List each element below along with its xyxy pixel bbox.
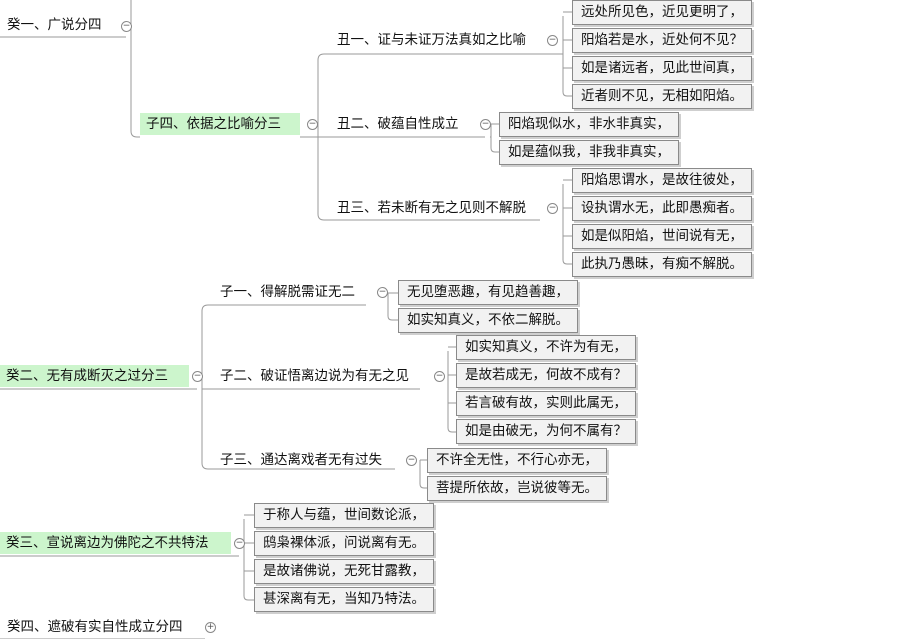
collapse-toggle-icon[interactable]: −	[121, 21, 132, 32]
verse-leaf[interactable]: 阳焰现似水，非水非真实，	[499, 112, 679, 137]
verse-leaf[interactable]: 于称人与蕴，世间数论派，	[254, 503, 434, 528]
verse-leaf[interactable]: 如是蕴似我，非我非真实，	[499, 140, 679, 165]
collapse-toggle-icon[interactable]: −	[406, 455, 417, 466]
verse-leaf[interactable]: 近者则不见，无相如阳焰。	[572, 84, 752, 109]
node-gui3-buddha-unique-dharma[interactable]: 癸三、宣说离边为佛陀之不共特法	[0, 532, 231, 554]
verse-leaf[interactable]: 如是诸远者，见此世间真，	[572, 56, 752, 81]
verse-leaf[interactable]: 鸱枭裸体派，问说离有无。	[254, 531, 434, 556]
node-zi3-free-elaboration[interactable]: 子三、通达离戏者无有过失	[220, 452, 382, 468]
collapse-toggle-icon[interactable]: −	[377, 287, 388, 298]
node-chou1-realized-analogy[interactable]: 丑一、证与未证万法真如之比喻	[337, 32, 526, 48]
node-zi4-analogy-basis[interactable]: 子四、依据之比喻分三	[140, 113, 300, 135]
verse-leaf[interactable]: 如实知真义，不依二解脱。	[398, 308, 578, 333]
verse-leaf[interactable]: 阳焰若是水，近处何不见？	[572, 28, 752, 53]
verse-leaf[interactable]: 是故诸佛说，无死甘露教，	[254, 559, 434, 584]
verse-leaf[interactable]: 是故若成无，何故不成有？	[456, 363, 636, 388]
verse-leaf[interactable]: 无见堕恶趣，有见趋善趣，	[398, 280, 578, 305]
verse-leaf[interactable]: 若言破有故，实则此属无，	[456, 391, 636, 416]
node-gui1-detailed-explanation[interactable]: 癸一、广说分四	[7, 17, 102, 33]
node-zi1-liberation-nondual[interactable]: 子一、得解脱需证无二	[220, 284, 355, 300]
collapse-toggle-icon[interactable]: −	[480, 119, 491, 130]
node-zi2-refute-view[interactable]: 子二、破证悟离边说为有无之见	[220, 368, 409, 384]
verse-leaf[interactable]: 如是似阳焰，世间说有无，	[572, 224, 752, 249]
node-chou2-refute-aggregates[interactable]: 丑二、破蕴自性成立	[337, 116, 459, 132]
verse-leaf[interactable]: 此执乃愚昧，有痴不解脱。	[572, 252, 752, 277]
collapse-toggle-icon[interactable]: −	[234, 538, 245, 549]
node-gui4-refute-inherent-existence[interactable]: 癸四、遮破有实自性成立分四	[7, 619, 183, 635]
verse-leaf[interactable]: 阳焰思谓水，是故往彼处，	[572, 168, 752, 193]
node-chou3-no-liberation[interactable]: 丑三、若未断有无之见则不解脱	[337, 200, 526, 216]
collapse-toggle-icon[interactable]: −	[547, 35, 558, 46]
collapse-toggle-icon[interactable]: −	[192, 371, 203, 382]
collapse-toggle-icon[interactable]: −	[307, 119, 318, 130]
verse-leaf[interactable]: 如是由破无，为何不属有？	[456, 419, 636, 444]
verse-leaf[interactable]: 设执谓水无，此即愚痴者。	[572, 196, 752, 221]
verse-leaf[interactable]: 不许全无性，不行心亦无，	[427, 448, 607, 473]
collapse-toggle-icon[interactable]: −	[434, 371, 445, 382]
verse-leaf[interactable]: 甚深离有无，当知乃特法。	[254, 587, 434, 612]
verse-leaf[interactable]: 菩提所依故，岂说彼等无。	[427, 476, 607, 501]
verse-leaf[interactable]: 远处所见色，近见更明了，	[572, 0, 752, 25]
collapse-toggle-icon[interactable]: −	[547, 203, 558, 214]
expand-toggle-icon[interactable]: +	[205, 622, 216, 633]
verse-leaf[interactable]: 如实知真义，不许为有无，	[456, 335, 636, 360]
node-gui2-no-nihilism-fault[interactable]: 癸二、无有成断灭之过分三	[0, 365, 189, 387]
